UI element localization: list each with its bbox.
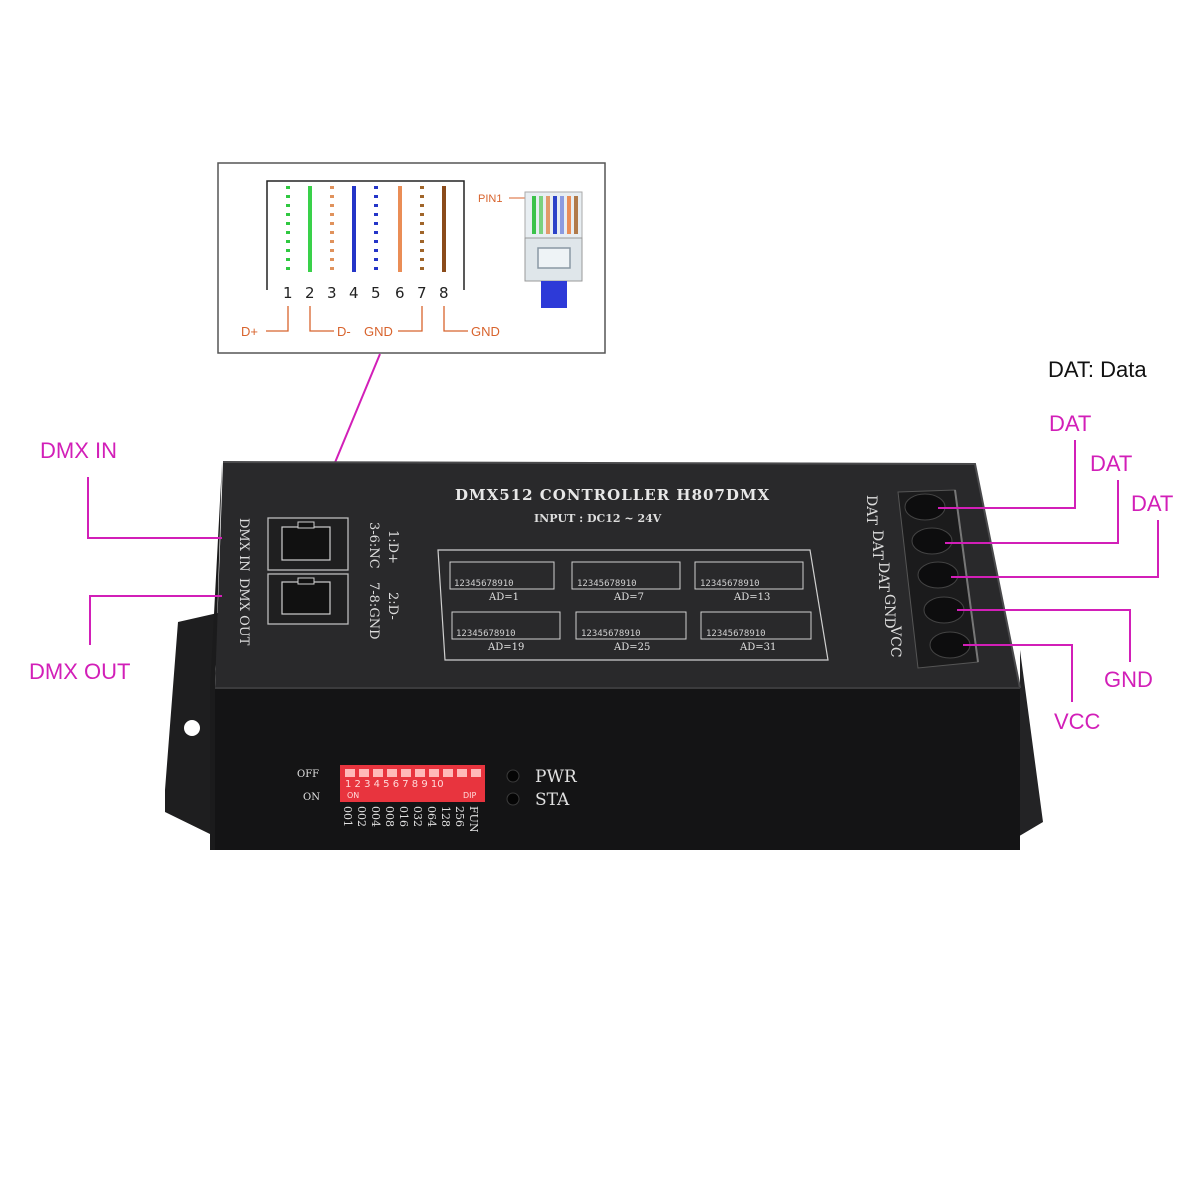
front-face [215,688,1020,850]
ad-label: AD=7 [613,592,644,603]
pin-label-gnd-mid: GND [364,324,393,339]
device-label-dmx-out: DMX OUT [236,578,251,646]
dip-dip-mark: DIP [463,791,477,800]
callout-gnd: GND [1104,667,1153,692]
callouts [87,440,1159,702]
callout-line-dat-3 [951,520,1159,578]
dip-value: 001 [341,806,354,827]
ad-label: AD=25 [613,642,650,653]
device-pinout-4: 7-8:GND [366,582,381,640]
rj45-port-in [267,517,349,571]
dip-value: 064 [425,806,438,827]
pin-number: 6 [395,284,405,302]
ad-block-7: 12345678910 AD=7 [571,561,681,603]
terminal-label-dat: DAT [875,562,891,593]
ad-label: AD=1 [488,592,519,603]
device-pinout-3: 3-6:NC [366,522,381,569]
ad-numbers: 12345678910 [700,579,760,589]
ad-block-19: 12345678910 AD=19 [451,611,561,653]
dip-address-table: 12345678910 AD=1 12345678910 AD=7 123456… [437,549,829,661]
rj45-port-out [267,573,349,625]
ad-block-1: 12345678910 AD=1 [449,561,555,603]
terminal-label-gnd: GND [881,594,897,629]
switch-off-label: OFF [297,769,319,780]
ad-block-31: 12345678910 AD=31 [700,611,812,653]
pin-number: 3 [327,284,337,302]
controller-device: DMX512 CONTROLLER H807DMX INPUT : DC12 ~… [165,461,1043,850]
callout-dat-3: DAT [1131,491,1173,516]
pin-number: 1 [283,284,293,302]
ad-numbers: 12345678910 [706,629,766,639]
dip-levers [345,769,481,777]
device-pinout-1: 1:D+ [385,530,400,564]
ad-label: AD=19 [487,642,524,653]
callout-line-gnd [957,609,1131,662]
terminal-label-dat: DAT [869,530,885,561]
dip-top-numbers: 1 2 3 4 5 6 7 8 9 10 [345,779,444,790]
rj45-plug-illustration: PIN1 [478,191,583,308]
rj45-pinout-inset: 1 2 3 4 5 6 7 8 D+ D- GND GND PIN1 [217,162,606,354]
led-pwr-label: PWR [535,767,578,787]
callout-line-dmx-out [89,595,222,645]
ad-block-25: 12345678910 AD=25 [575,611,687,653]
terminal-label-dat: DAT [863,495,879,526]
dip-value: FUN [467,806,480,833]
callout-line-dat-2 [945,480,1119,544]
callout-dat-2: DAT [1090,451,1132,476]
ad-label: AD=13 [733,592,770,603]
ad-numbers: 12345678910 [456,629,516,639]
dip-value: 128 [439,806,452,827]
mounting-hole [184,720,200,736]
terminal-block [897,489,979,669]
led-sta-label: STA [535,790,570,810]
dip-value: 002 [355,806,368,827]
pin-number: 2 [305,284,315,302]
dip-value-labels: 001 002 004 008 016 032 064 128 256 FUN [341,806,480,833]
terminal-label-vcc: VCC [887,625,903,658]
pin-number: 5 [371,284,381,302]
ad-block-13: 12345678910 AD=13 [694,561,804,603]
callout-vcc: VCC [1054,709,1101,734]
device-title: DMX512 CONTROLLER H807DMX [455,486,770,504]
pin1-label: PIN1 [478,193,502,205]
pin-number: 4 [349,284,359,302]
right-mounting-ear [1016,650,1043,838]
led-pwr-icon [506,769,520,783]
device-input-rating: INPUT : DC12 ~ 24V [534,512,662,525]
device-label-dmx-in: DMX IN [236,518,251,572]
callout-line-dat-1 [938,440,1076,509]
ad-label: AD=31 [739,642,776,653]
callout-dat-1: DAT [1049,411,1091,436]
dip-value: 256 [453,806,466,827]
pin-label-d-minus: D- [337,324,351,339]
dip-value: 016 [397,806,410,827]
callout-dmx-in: DMX IN [40,438,117,463]
pin-label-d-plus: D+ [241,324,258,339]
dip-on-mark: ON [347,791,359,800]
pin-grouping-lines [266,306,468,332]
dip-value: 004 [369,806,382,827]
led-sta-icon [506,792,520,806]
dip-value: 032 [411,806,424,827]
callout-dmx-out: DMX OUT [29,659,130,684]
dip-value: 008 [383,806,396,827]
pin-number: 7 [417,284,427,302]
ad-numbers: 12345678910 [581,629,641,639]
dat-legend: DAT: Data [1048,357,1147,382]
pin-number: 8 [439,284,449,302]
callout-line-vcc [963,644,1073,702]
pin-label-gnd-right: GND [471,324,500,339]
device-pinout-2: 2:D- [385,592,400,620]
ad-numbers: 12345678910 [454,579,514,589]
callout-line-dmx-in [87,477,222,539]
ad-numbers: 12345678910 [577,579,637,589]
top-face [215,462,1020,688]
switch-on-label: ON [303,792,320,803]
front-dip-switch[interactable]: 1 2 3 4 5 6 7 8 9 10 ON DIP [340,765,485,802]
